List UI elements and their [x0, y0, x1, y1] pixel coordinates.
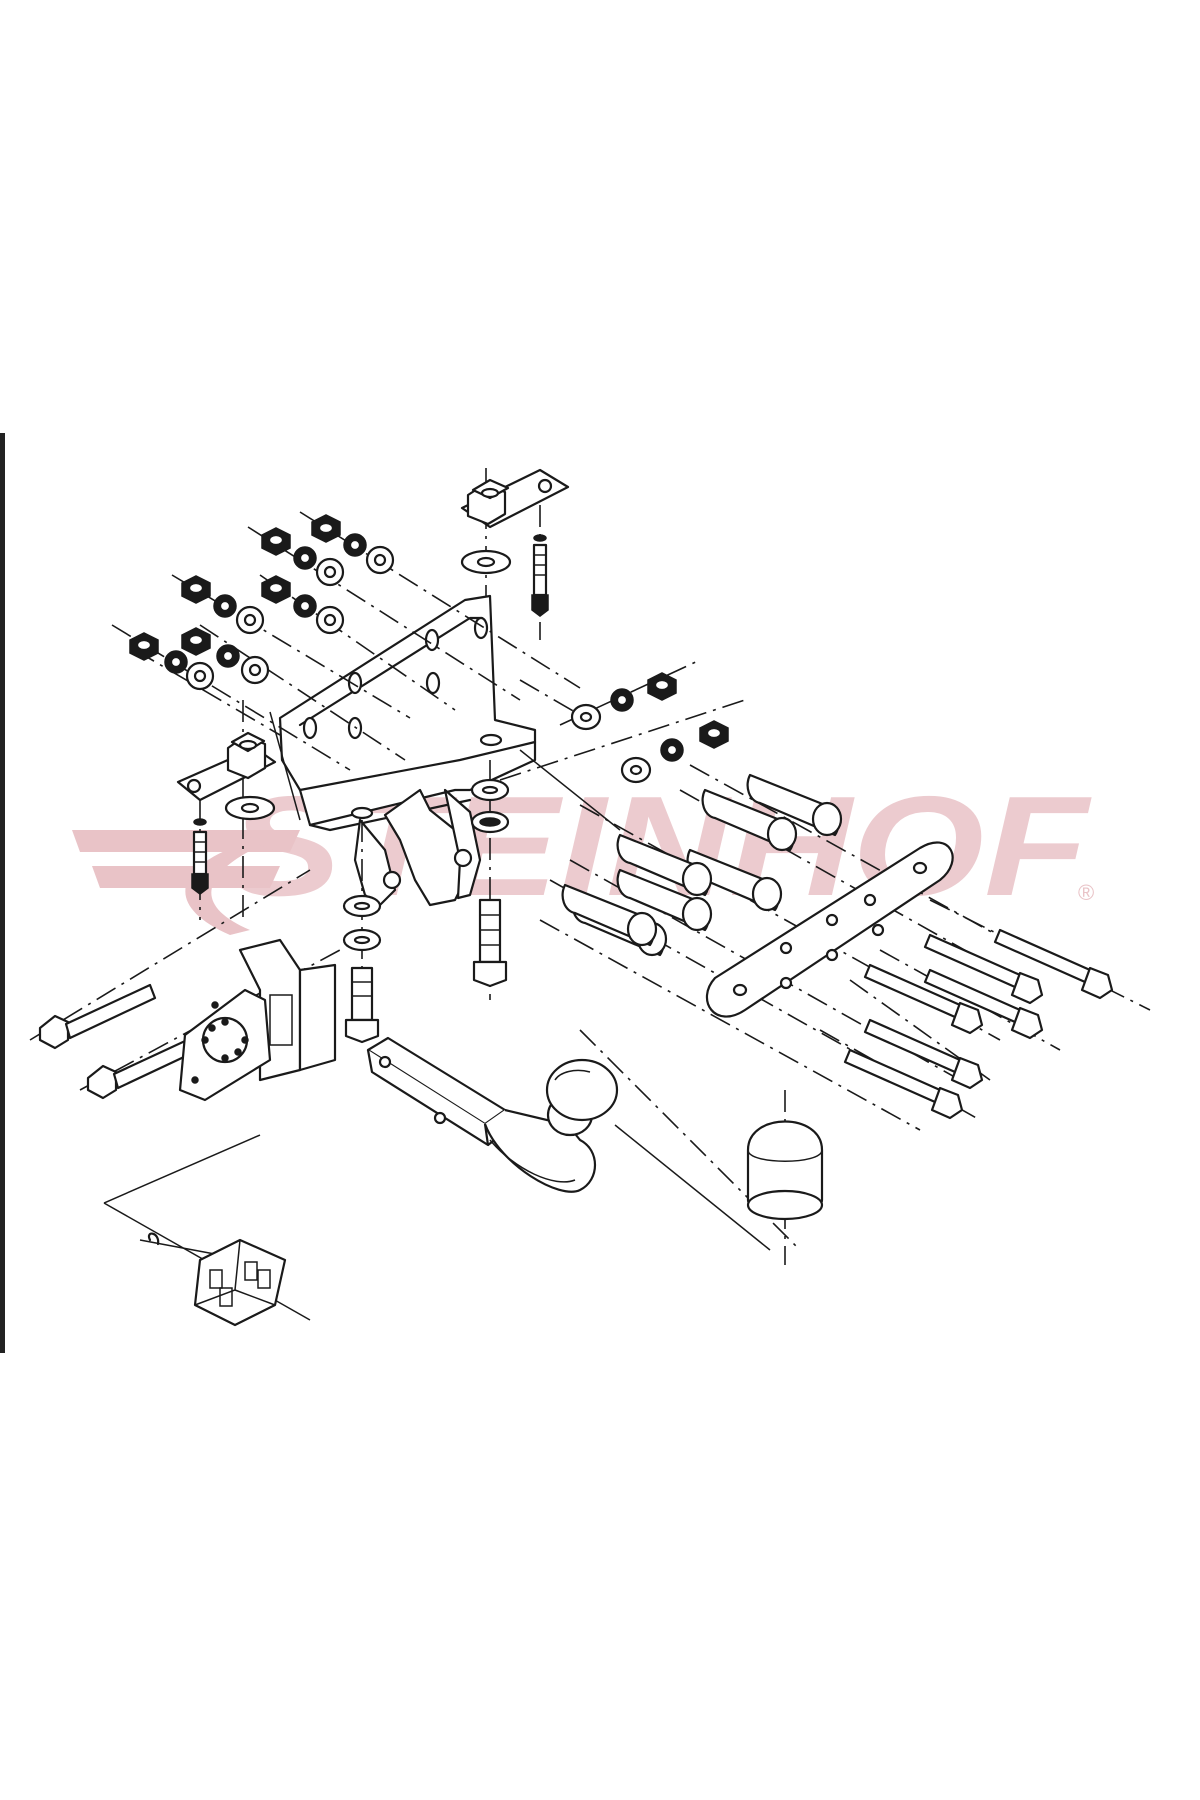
watermark-registered-mark: ®	[1078, 880, 1094, 905]
frame-left-edge	[0, 433, 5, 1353]
assembly-reference-line	[519, 749, 621, 831]
top-right-bolt	[531, 505, 549, 640]
towball-neck	[366, 1029, 801, 1251]
left-pad-bolt	[191, 800, 209, 920]
spacer-sleeves	[539, 764, 1061, 1131]
ball-cover-cap	[614, 1090, 824, 1265]
upper-left-fastener-set	[111, 511, 581, 771]
crossbeam-bracket	[269, 594, 537, 907]
long-bolts-right	[819, 899, 1151, 1121]
socket-mounting-bracket	[178, 938, 337, 1102]
top-right-mounting-pad	[460, 468, 570, 640]
left-mounting-pad	[176, 700, 277, 920]
electrical-socket-with-wire	[103, 1134, 311, 1327]
right-side-nuts-washers	[499, 659, 746, 784]
center-washers-bolts	[342, 760, 510, 1044]
right-backing-plate	[705, 841, 954, 1018]
